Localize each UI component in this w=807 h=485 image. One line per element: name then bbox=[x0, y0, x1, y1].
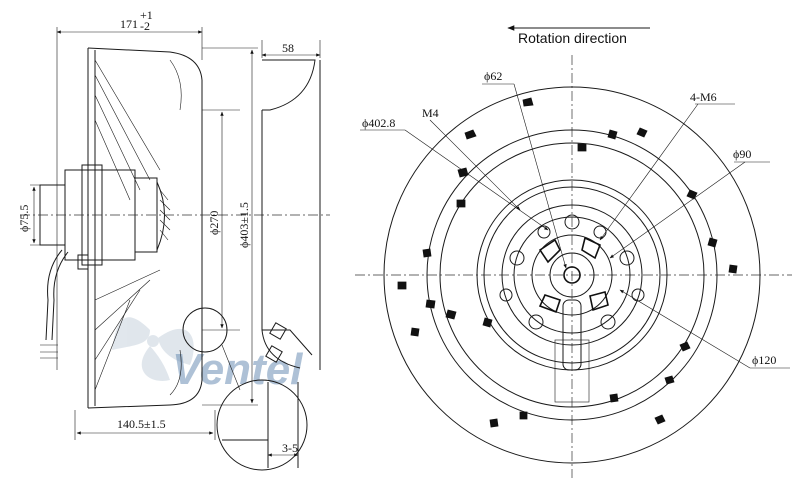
dim-m4: M4 bbox=[422, 106, 439, 120]
dim-90: ϕ90 bbox=[733, 147, 751, 161]
dim-140: 140.5±1.5 bbox=[117, 417, 166, 431]
dim-width-171: 171 bbox=[120, 17, 138, 31]
dim-diam-403: ϕ403±1.5 bbox=[237, 202, 251, 248]
front-view bbox=[355, 25, 792, 478]
dim-width-tol-lower: -2 bbox=[140, 19, 150, 33]
dim-diam-75: ϕ75.5 bbox=[17, 205, 31, 232]
rotation-direction-label: Rotation direction bbox=[518, 30, 627, 46]
dim-diam-270: ϕ270 bbox=[207, 211, 221, 235]
side-view bbox=[20, 27, 330, 471]
dim-4m6: 4-M6 bbox=[690, 90, 717, 104]
dim-width-tol-upper: +1 bbox=[140, 8, 153, 22]
dim-58: 58 bbox=[282, 41, 294, 55]
dim-62: ϕ62 bbox=[484, 69, 502, 83]
dim-120: ϕ120 bbox=[752, 353, 776, 367]
dim-3-5: 3-5 bbox=[282, 441, 298, 455]
dim-402: ϕ402.8 bbox=[362, 116, 395, 130]
